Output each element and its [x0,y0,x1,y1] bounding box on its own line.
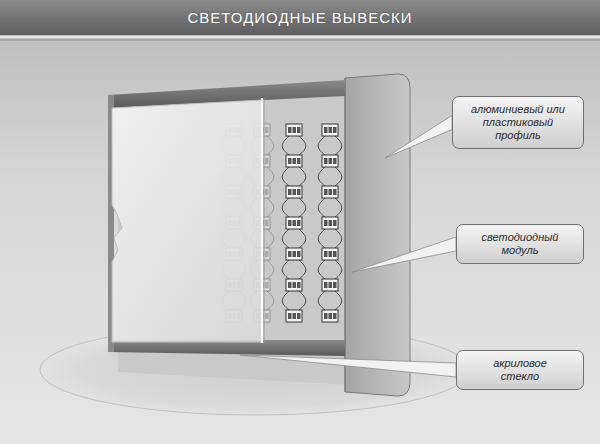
callout-label: алюминиевый или пластиковый профиль [463,103,573,142]
leader-wedge [385,116,452,159]
leader-wedge [240,355,456,377]
callout-box: акриловое стекло [456,350,584,390]
title-bar: СВЕТОДИОДНЫЕ ВЫВЕСКИ [0,0,600,35]
callout-label: светодиодный модуль [475,231,565,257]
callout-box: светодиодный модуль [456,224,584,264]
title: СВЕТОДИОДНЫЕ ВЫВЕСКИ [187,9,412,26]
callout-label: акриловое стекло [483,357,557,383]
callout-box: алюминиевый или пластиковый профиль [452,96,584,149]
leader-wedge [352,237,456,272]
